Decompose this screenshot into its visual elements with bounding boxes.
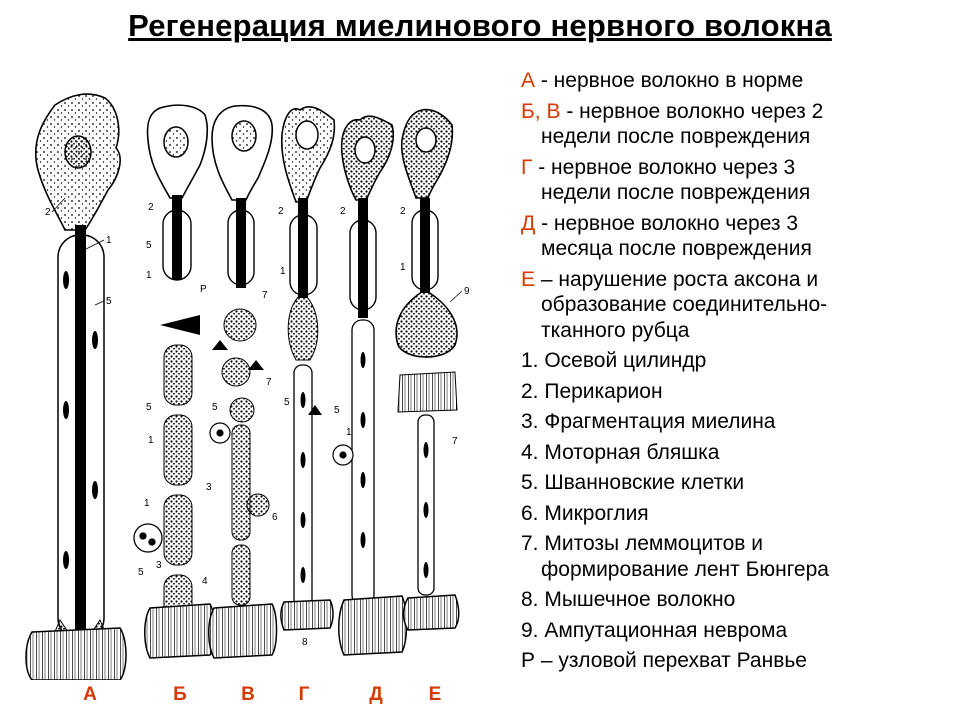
muscle-fiber-c — [208, 603, 278, 659]
column-label-a: А — [83, 684, 97, 705]
nerve-fiber-illustration: 2 1 5 2 5 1 Р 5 1 3 1 5 3 4 7 7 5 6 2 1 … — [25, 93, 470, 680]
fiber-c — [208, 104, 278, 659]
callout-3b-b: 3 — [156, 560, 162, 571]
fiber-b — [133, 104, 216, 659]
legend-item-2: 2. Перикарион — [521, 379, 663, 403]
callout-8-d: 8 — [302, 637, 308, 648]
perikaryon-d — [280, 105, 336, 203]
page-title: Регенерация миелинового нервного волокна — [128, 8, 832, 43]
schwann-nuclei-a — [63, 271, 98, 569]
axon-a — [75, 225, 86, 655]
legend-text-cont: образование соединительно- — [541, 293, 828, 316]
callout-4-b: 4 — [202, 576, 208, 587]
scar — [397, 371, 458, 413]
legend-text: - нервное волокно через 3 — [538, 155, 796, 179]
callout-1-a: 1 — [106, 235, 112, 246]
callout-5-b: 5 — [146, 240, 152, 251]
legend-item-8: 8. Мышечное волокно — [521, 588, 736, 611]
legend-entry-d: Д - нервное волокно через 3 месяца после… — [521, 211, 951, 262]
callout-5-a: 5 — [106, 296, 112, 307]
callout-2-f: 2 — [400, 206, 406, 217]
callout-1-b: 1 — [146, 270, 152, 281]
column-label-d: Г — [298, 684, 310, 705]
muscle-fiber-e — [338, 595, 408, 656]
myelin-fragments-b — [163, 344, 193, 621]
legend-key: Г — [521, 155, 533, 179]
legend: А - нервное волокно в норме Б, В - нервн… — [521, 68, 951, 679]
legend-text-cont: тканного рубца — [541, 318, 690, 342]
fiber-a — [25, 93, 127, 680]
legend-text-cont: недели после повреждения — [541, 181, 811, 204]
callout-5c-b: 5 — [138, 567, 144, 578]
callout-5-d: 5 — [284, 397, 290, 408]
legend-item-6: 6. Микроглия — [521, 501, 649, 525]
nucleus-a — [64, 135, 92, 169]
column-label-f: Е — [428, 684, 442, 705]
callout-7-f: 7 — [452, 436, 458, 447]
neuroma — [395, 289, 458, 358]
muscle-fiber-f — [402, 594, 460, 631]
legend-text: – нарушение роста аксона и — [540, 267, 819, 291]
callout-1-e: 1 — [346, 427, 352, 438]
legend-entry-bc: Б, В - нервное волокно через 2 недели по… — [521, 99, 951, 150]
legend-text: - нервное волокно через 3 — [541, 211, 799, 235]
fiber-d — [280, 105, 336, 631]
callout-2-e: 2 — [340, 206, 346, 217]
callout-9-f: 9 — [464, 286, 470, 297]
column-label-b: Б — [173, 684, 187, 705]
muscle-fiber-d — [280, 599, 334, 631]
legend-text: - нервное волокно в норме — [540, 69, 804, 92]
callout-5-e: 5 — [334, 405, 340, 416]
column-label-c: В — [241, 684, 255, 705]
callout-p-b: Р — [200, 284, 207, 295]
callout-2-d: 2 — [278, 206, 284, 217]
legend-key: Д — [521, 211, 536, 235]
callout-2-b: 2 — [148, 202, 154, 213]
muscle-fiber-b — [144, 603, 216, 659]
legend-key: Е — [521, 267, 536, 291]
legend-item-7: 7. Митозы леммоцитов и формирование лент… — [521, 531, 951, 582]
schwann-cell-detached-b — [133, 523, 163, 553]
callout-7b-c: 7 — [266, 377, 272, 388]
callout-1c-b: 1 — [144, 498, 150, 509]
legend-entry-e: Е – нарушение роста аксона и образование… — [521, 267, 951, 344]
callout-1-d: 1 — [280, 266, 286, 277]
legend-item-p: Р – узловой перехват Ранвье — [521, 649, 807, 672]
perikaryon-c — [211, 104, 274, 201]
legend-item-9: 9. Ампутационная неврома — [521, 618, 788, 642]
legend-key: А — [521, 69, 536, 92]
callout-5-c: 5 — [212, 402, 218, 413]
column-label-e: Д — [369, 684, 383, 705]
legend-text-cont: недели после повреждения — [541, 125, 811, 148]
perikaryon-f — [400, 108, 454, 199]
muscle-fiber-a — [25, 627, 127, 680]
callout-1-f: 1 — [400, 262, 406, 273]
legend-entry-a: А - нервное волокно в норме — [521, 68, 951, 94]
callout-7-c: 7 — [262, 290, 268, 301]
legend-key: Б, В — [521, 99, 561, 123]
callout-5b-b: 5 — [146, 402, 152, 413]
legend-item-3: 3. Фрагментация миелина — [521, 410, 776, 433]
legend-item-5: 5. Шванновские клетки — [521, 471, 745, 494]
legend-text-cont: формирование лент Бюнгера — [541, 557, 829, 581]
fiber-f — [395, 108, 460, 631]
legend-text: 7. Митозы леммоцитов и — [521, 532, 763, 555]
legend-item-1: 1. Осевой цилиндр — [521, 349, 707, 372]
callout-3-b: 3 — [206, 482, 212, 493]
legend-item-4: 4. Моторная бляшка — [521, 440, 720, 464]
callout-2-a: 2 — [45, 207, 51, 218]
callout-6-c: 6 — [272, 512, 278, 523]
legend-text: - нервное волокно через 2 — [566, 99, 824, 123]
legend-entry-g: Г - нервное волокно через 3 недели после… — [521, 155, 951, 206]
callout-1b-b: 1 — [148, 435, 154, 446]
fiber-e — [332, 115, 408, 656]
legend-text-cont: месяца после повреждения — [541, 237, 812, 260]
